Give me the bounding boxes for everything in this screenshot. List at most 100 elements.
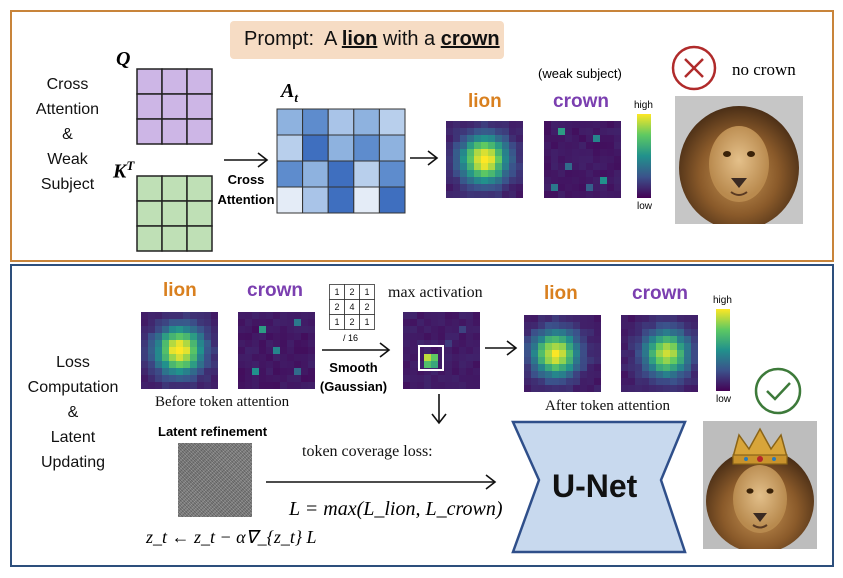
- top-crown-label: crown: [553, 91, 609, 112]
- heatmap-cell: [141, 368, 149, 376]
- heatmap-cell: [473, 340, 480, 348]
- heatmap-cell: [558, 163, 566, 171]
- heatmap-cell: [642, 329, 650, 337]
- heatmap-cell: [545, 371, 553, 379]
- heatmap-cell: [531, 357, 539, 365]
- attention-cell: [302, 160, 329, 188]
- heatmap-cell: [280, 361, 288, 369]
- heatmap-cell: [594, 322, 601, 330]
- heatmap-cell: [614, 170, 621, 178]
- max-activation-label: max activation: [388, 284, 483, 301]
- heatmap-cell: [649, 371, 657, 379]
- heatmap-cell: [294, 347, 302, 355]
- heatmap-cell: [642, 350, 650, 358]
- heatmap-cell: [649, 378, 657, 386]
- heatmap-cell: [190, 382, 198, 389]
- heatmap-cell: [566, 385, 574, 392]
- heatmap-cell: [266, 340, 274, 348]
- heatmap-cell: [502, 142, 510, 150]
- heatmap-cell: [273, 354, 281, 362]
- heatmap-cell: [509, 149, 517, 157]
- kernel-cell: 4: [349, 302, 354, 312]
- heatmap-cell: [579, 142, 587, 150]
- heatmap-cell: [538, 322, 546, 330]
- heatmap-cell: [417, 312, 425, 320]
- heatmap-cell: [558, 128, 566, 136]
- heatmap-cell: [245, 312, 253, 320]
- heatmap-cell: [308, 340, 315, 348]
- prompt-prefix: Prompt: A: [244, 28, 342, 50]
- heatmap-cell: [684, 336, 692, 344]
- heatmap-cell: [670, 315, 678, 323]
- heatmap-cell: [452, 375, 460, 383]
- heatmap-cell: [531, 371, 539, 379]
- heatmap-cell: [155, 312, 163, 320]
- heatmap-cell: [524, 371, 532, 379]
- heatmap-cell: [259, 361, 267, 369]
- heatmap-cell: [649, 350, 657, 358]
- heatmap-cell: [593, 135, 601, 143]
- heatmap-cell: [252, 326, 260, 334]
- heatmap-cell: [580, 357, 588, 365]
- kernel-cell: 1: [364, 317, 369, 327]
- heatmap-cell: [635, 350, 643, 358]
- weak-subject-note: (weak subject): [538, 66, 622, 81]
- heatmap-cell: [141, 354, 149, 362]
- heatmap-cell: [558, 142, 566, 150]
- heatmap-cell: [614, 156, 621, 164]
- heatmap-cell: [544, 170, 552, 178]
- heatmap-cell: [176, 375, 184, 383]
- heatmap-cell: [566, 357, 574, 365]
- heatmap-cell: [238, 312, 246, 320]
- heatmap-cell: [579, 149, 587, 157]
- heatmap-cell: [424, 354, 432, 362]
- attention-cell: [276, 108, 304, 136]
- heatmap-cell: [635, 357, 643, 365]
- heatmap-cell: [453, 177, 461, 185]
- heatmap-cell: [424, 347, 432, 355]
- top-lion-label: lion: [468, 91, 502, 112]
- heatmap-cell: [197, 354, 205, 362]
- heatmap-cell: [691, 378, 698, 386]
- heatmap-cell: [460, 170, 468, 178]
- bottom-colorbar-high: high: [713, 295, 732, 306]
- q-label: Q: [116, 48, 131, 70]
- latent-refinement-title: Latent refinement: [158, 424, 268, 439]
- heatmap-cell: [565, 156, 573, 164]
- heatmap-cell: [579, 191, 587, 198]
- heatmap-cell: [211, 375, 218, 383]
- heatmap-cell: [559, 385, 567, 392]
- heatmap-cell: [301, 319, 309, 327]
- x-circle-icon: [671, 45, 717, 91]
- heatmap-cell: [670, 336, 678, 344]
- heatmap-cell: [245, 333, 253, 341]
- heatmap-cell: [466, 354, 474, 362]
- heatmap-cell: [460, 142, 468, 150]
- heatmap-cell: [148, 326, 156, 334]
- heatmap-cell: [424, 326, 432, 334]
- heatmap-cell: [607, 128, 615, 136]
- heatmap-cell: [579, 128, 587, 136]
- heatmap-cell: [635, 364, 643, 372]
- heatmap-cell: [538, 364, 546, 372]
- heatmap-cell: [410, 382, 418, 389]
- heatmap-cell: [495, 170, 503, 178]
- heatmap-cell: [467, 156, 475, 164]
- cross-attention-arrow: [224, 152, 269, 168]
- heatmap-cell: [531, 364, 539, 372]
- heatmap-cell: [204, 326, 212, 334]
- heatmap-cell: [403, 319, 411, 327]
- heatmap-cell: [572, 135, 580, 143]
- heatmap-cell: [259, 347, 267, 355]
- heatmap-cell: [252, 361, 260, 369]
- heatmap-cell: [287, 333, 295, 341]
- heatmap-cell: [628, 315, 636, 323]
- after-token-attention-caption: After token attention: [545, 398, 670, 414]
- heatmap-cell: [460, 163, 468, 171]
- heatmap-cell: [614, 121, 621, 129]
- heatmap-cell: [445, 382, 453, 389]
- heatmap-cell: [176, 382, 184, 389]
- heatmap-cell: [417, 354, 425, 362]
- heatmap-cell: [481, 149, 489, 157]
- heatmap-cell: [481, 142, 489, 150]
